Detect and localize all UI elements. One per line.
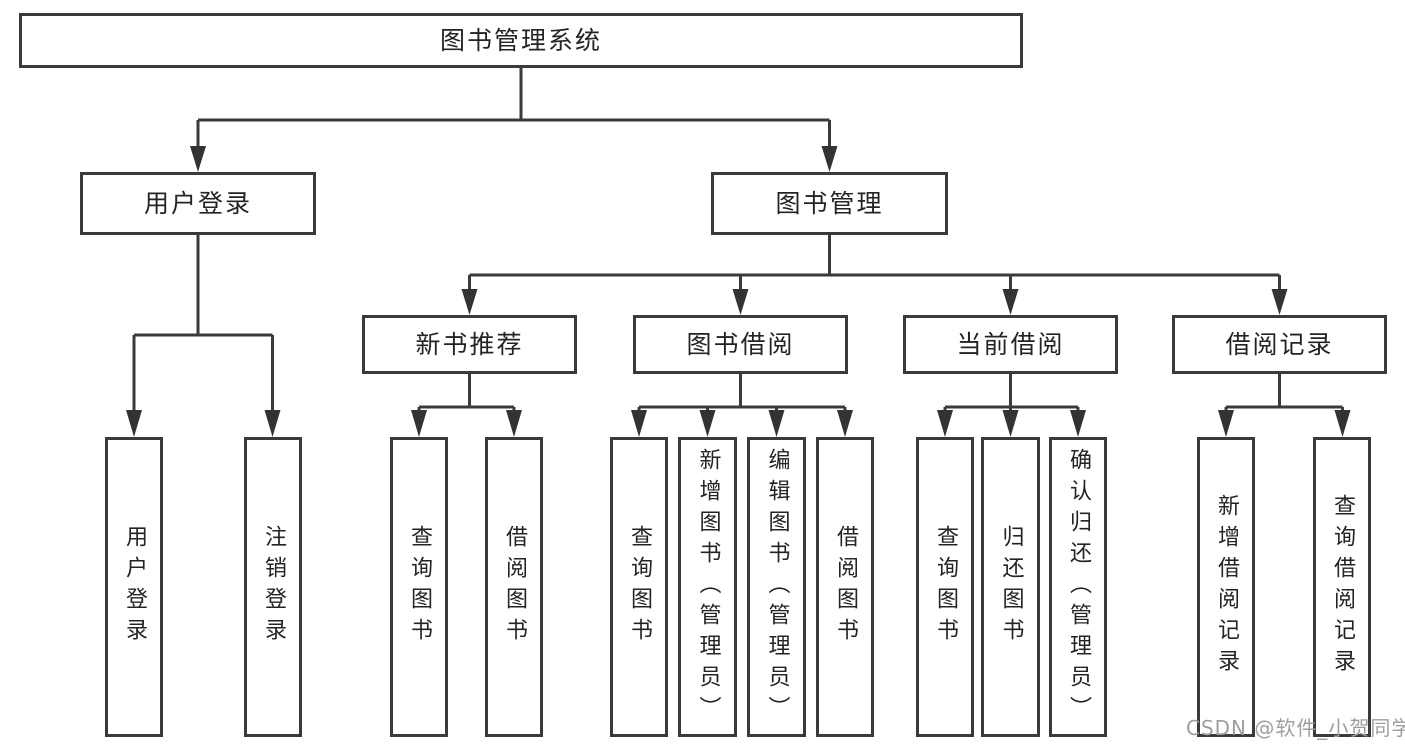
node-new-book-recommend: 新书推荐 [362,315,577,374]
leaf-recommend-query-books: 查询图书 [390,437,448,737]
node-borrow-records-label: 借阅记录 [1225,330,1334,359]
leaf-borrow-query-books: 查询图书 [610,437,668,737]
leaf-add-borrow-record: 新增借阅记录 [1197,437,1255,737]
node-new-book-recommend-label: 新书推荐 [415,330,524,359]
node-root-label: 图书管理系统 [439,26,602,55]
leaf-add-borrow-record-label: 新增借阅记录 [1214,494,1239,680]
leaf-user-login: 用户登录 [105,437,163,737]
leaf-query-borrow-record: 查询借阅记录 [1313,437,1371,737]
leaf-edit-books-admin-label: 编辑图书（管理员） [764,447,790,727]
leaf-user-login-label: 用户登录 [122,525,147,649]
leaf-borrow-borrow-books: 借阅图书 [816,437,874,737]
leaf-borrow-borrow-books-label: 借阅图书 [833,525,858,649]
leaf-add-books-admin-label: 新增图书（管理员） [695,447,721,727]
leaf-current-query-books-label: 查询图书 [933,525,958,649]
leaf-recommend-query-books-label: 查询图书 [407,525,432,649]
leaf-borrow-query-books-label: 查询图书 [627,525,652,649]
csdn-watermark: CSDN @软件_小贺同学 [1186,716,1405,740]
node-current-borrow-label: 当前借阅 [956,330,1065,359]
node-root-system: 图书管理系统 [19,13,1023,68]
leaf-query-borrow-record-label: 查询借阅记录 [1330,494,1355,680]
leaf-edit-books-admin: 编辑图书（管理员） [747,437,806,737]
leaf-return-books-label: 归还图书 [998,525,1024,649]
leaf-logout-label: 注销登录 [261,525,286,649]
leaf-return-books: 归还图书 [981,437,1040,737]
node-user-login: 用户登录 [80,172,316,235]
leaf-recommend-borrow-books-label: 借阅图书 [502,525,527,649]
leaf-add-books-admin: 新增图书（管理员） [678,437,737,737]
node-book-management: 图书管理 [711,172,948,235]
node-borrow-records: 借阅记录 [1172,315,1387,374]
leaf-confirm-return-admin: 确认归还（管理员） [1049,437,1107,737]
node-book-borrow-label: 图书借阅 [686,330,795,359]
node-user-login-label: 用户登录 [143,189,252,218]
node-book-borrow: 图书借阅 [633,315,848,374]
node-current-borrow: 当前借阅 [903,315,1118,374]
leaf-confirm-return-admin-label: 确认归还（管理员） [1066,447,1091,727]
leaf-recommend-borrow-books: 借阅图书 [485,437,543,737]
leaf-current-query-books: 查询图书 [916,437,974,737]
node-book-management-label: 图书管理 [775,189,884,218]
leaf-logout: 注销登录 [244,437,302,737]
